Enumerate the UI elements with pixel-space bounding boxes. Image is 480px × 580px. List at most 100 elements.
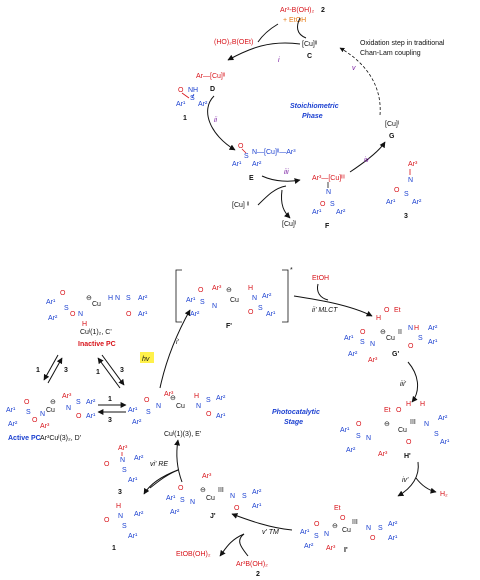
step-vi-prime-label: vi' RE: [150, 461, 168, 468]
svg-text:N: N: [40, 411, 45, 418]
step-iv-label: iv: [364, 157, 370, 164]
reagent-ar3-boronic-acid: Ar³-B(OH)₂: [280, 7, 314, 14]
svg-text:O: O: [314, 521, 320, 528]
svg-text:N: N: [324, 531, 329, 538]
svg-text:O: O: [370, 535, 376, 542]
svg-text:Ar¹: Ar¹: [6, 407, 16, 414]
h-prime-label: H': [404, 453, 411, 460]
svg-text:Ar¹: Ar¹: [440, 439, 450, 446]
stage-label-stoich-1: Stoichiometric: [290, 103, 339, 110]
svg-text:N: N: [118, 513, 123, 520]
svg-text:Ar³: Ar³: [118, 445, 128, 452]
svg-text:Ar²: Ar²: [304, 543, 314, 550]
svg-text:Ar¹: Ar¹: [344, 335, 354, 342]
arrow-product-out: [149, 469, 179, 489]
label-1-bottom: 1: [112, 545, 116, 552]
eq-arrow-c-d-1: [43, 354, 59, 381]
svg-text:⊖: ⊖: [50, 399, 56, 406]
svg-text:Cu: Cu: [92, 301, 101, 308]
i-prime-label: I': [344, 547, 348, 554]
d-prime-label: Ar³Cuᴵ(3)₂, D': [40, 435, 81, 442]
svg-text:Ar³: Ar³: [378, 451, 388, 458]
svg-text:Ar¹: Ar¹: [340, 427, 350, 434]
svg-text:N: N: [120, 457, 125, 464]
svg-text:Ar¹: Ar¹: [388, 535, 398, 542]
species-e-structure: O S Ar¹ Ar²: [232, 143, 262, 168]
svg-text:Ar²: Ar²: [198, 101, 208, 108]
f-prime-label: F': [226, 323, 232, 330]
svg-text:S: S: [258, 305, 263, 312]
svg-text:H: H: [406, 401, 411, 408]
svg-text:S: S: [122, 467, 127, 474]
arrow-cuii-in: [257, 185, 287, 206]
svg-text:Ar²: Ar²: [138, 295, 148, 302]
label-2-bottom: 2: [256, 571, 260, 578]
svg-text:Ar¹: Ar¹: [128, 477, 138, 484]
complex-c-prime: O Ar¹ S Ar² O N H ⊖ Cu H N S Ar² O Ar¹: [46, 290, 148, 328]
svg-text:Ar¹: Ar¹: [166, 495, 176, 502]
svg-text:S: S: [26, 409, 31, 416]
svg-text:Ar²: Ar²: [86, 399, 96, 406]
step-v-label: v: [352, 65, 356, 72]
label-d: D: [210, 86, 215, 93]
svg-text:Ar¹: Ar¹: [128, 533, 138, 540]
eq-arrow-c-e-2: [97, 357, 121, 389]
svg-text:S: S: [244, 153, 249, 160]
active-pc-label: Active PC: [8, 435, 41, 442]
svg-text:Ar³: Ar³: [62, 393, 72, 400]
arrow-cui-out: [281, 189, 291, 219]
ar3boh2-reagent: Ar³B(OH)₂: [236, 561, 268, 568]
label-3-bottom: 3: [118, 489, 122, 496]
svg-text:O: O: [248, 309, 254, 316]
complex-i-prime: Et O O Ar¹ S N ⊖ Cu III N S Ar² Ar¹ O Ar…: [300, 505, 398, 552]
svg-text:S: S: [126, 295, 131, 302]
arrow-step-iii: [261, 175, 301, 184]
eq-3c: 3: [108, 417, 112, 424]
species-g: [Cu]ᴵ: [385, 121, 399, 128]
svg-text:S: S: [190, 95, 195, 102]
svg-text:III: III: [352, 519, 358, 526]
svg-text:Ar¹: Ar¹: [428, 339, 438, 346]
arrow-h2-out: [415, 477, 437, 494]
svg-text:Cu: Cu: [230, 297, 239, 304]
arrow-reagent-in: [297, 17, 307, 39]
svg-text:Ar²: Ar²: [190, 311, 200, 318]
step-ii-label: ii: [214, 117, 218, 124]
svg-text:Cu: Cu: [176, 403, 185, 410]
svg-text:Ar¹: Ar¹: [186, 297, 196, 304]
etoh-reagent: EtOH: [312, 275, 329, 282]
svg-text:Ar²: Ar²: [252, 161, 262, 168]
arrow-byproduct-out: [257, 23, 279, 43]
species-c-copper: [Cu]ᴵᴵ: [302, 41, 317, 48]
svg-text:Ar²: Ar²: [412, 199, 422, 206]
svg-text:⊖: ⊖: [86, 295, 92, 302]
svg-text:Ar³: Ar³: [326, 545, 336, 552]
svg-text:Cu: Cu: [342, 527, 351, 534]
svg-text:Ar³: Ar³: [368, 357, 378, 364]
svg-text:S: S: [330, 201, 335, 208]
label-f: F: [325, 223, 330, 230]
etob-byproduct: EtOB(OH)₂: [176, 551, 211, 558]
eq-1a: 1: [36, 367, 40, 374]
svg-text:Ar²: Ar²: [134, 511, 144, 518]
svg-text:O: O: [406, 439, 412, 446]
svg-text:O: O: [394, 187, 400, 194]
svg-text:N: N: [212, 303, 217, 310]
svg-text:S: S: [378, 525, 383, 532]
svg-text:Cu: Cu: [386, 335, 395, 342]
svg-text:Et: Et: [394, 307, 401, 314]
svg-text:O: O: [396, 407, 402, 414]
svg-text:O: O: [104, 517, 110, 524]
svg-text:III: III: [410, 419, 416, 426]
svg-text:O: O: [126, 311, 132, 318]
arrow-step-ii-prime: [293, 295, 373, 317]
step-iii-label: iii: [284, 169, 289, 176]
svg-text:O: O: [408, 343, 414, 350]
svg-text:Ar²: Ar²: [438, 415, 448, 422]
stoichiometric-cycle: Ar³-B(OH)₂ 2 + EtOH (HO)₂B(OEt) [Cu]ᴵᴵ C…: [176, 7, 445, 230]
cu-i-byproduct: [Cu]ᴵ: [282, 221, 296, 228]
svg-text:*: *: [290, 267, 293, 274]
species-f: Ar³—[Cu]ᴵᴵᴵ: [312, 175, 345, 182]
svg-text:Cu: Cu: [398, 427, 407, 434]
svg-text:N: N: [252, 295, 257, 302]
